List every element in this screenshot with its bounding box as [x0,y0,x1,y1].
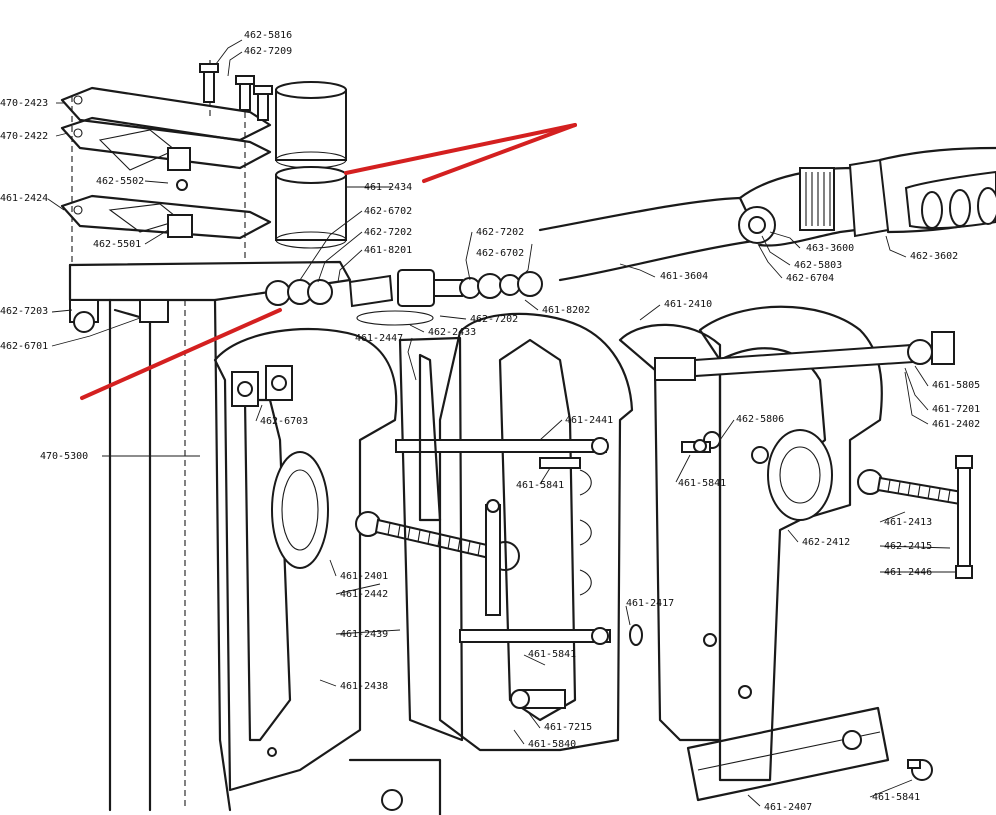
part-label: 462-2415 [884,541,932,552]
part-label: 470-5300 [40,451,88,462]
leader-lines [47,39,955,807]
part-label: 461-5841 [516,480,564,491]
part-label: 470-2422 [0,131,48,142]
part-label: 461-2407 [764,802,812,813]
part-label: 461-3604 [660,271,708,282]
red-annotation-marks [80,123,577,400]
part-label: 462-7203 [0,306,48,317]
part-label: 461-2441 [565,415,613,426]
part-label: 461-8202 [542,305,590,316]
part-number-labels: 462-5816 462-7209 470-2423 470-2422 462-… [0,30,980,813]
shaft-assembly [265,269,543,326]
part-label: 461-2410 [664,299,712,310]
part-label: 462-7202 [476,227,524,238]
part-label: 461-2438 [340,681,388,692]
part-label: 461-2401 [340,571,388,582]
right-bracket [618,305,955,782]
part-label: 461-5805 [932,380,980,391]
part-label: 462-7209 [244,46,292,57]
part-label: 462-6704 [786,273,834,284]
bottom-plate [686,706,933,802]
red-annotation-line-2 [422,123,577,183]
part-label: 470-2423 [0,98,48,109]
part-label: 461-5840 [528,739,576,750]
part-label: 461-5841 [528,649,576,660]
part-label: 462-7202 [470,314,518,325]
part-label: 462-2412 [802,537,850,548]
front-clamp-bracket [213,327,442,815]
red-annotation-line-1 [344,123,577,175]
part-label: 461-2434 [364,182,412,193]
part-label: 462-7202 [364,227,412,238]
middle-bracket [395,312,634,752]
part-label: 462-6703 [260,416,308,427]
part-label: 462-6702 [476,248,524,259]
part-label: 462-5803 [794,260,842,271]
part-label: 462-2433 [428,327,476,338]
part-label: 461-5841 [678,478,726,489]
part-label: 462-6701 [0,341,48,352]
sleeve-cylinders [275,81,347,249]
part-label: 462-6702 [364,206,412,217]
part-label: 461-2439 [340,629,388,640]
part-label: 461-2417 [626,598,674,609]
part-label: 461-2413 [884,517,932,528]
clamp-screw-right [857,455,973,579]
part-label: 461-2447 [355,333,403,344]
part-label: 461-2442 [340,589,388,600]
part-label: 461-2446 [884,567,932,578]
tiller-arm [538,146,996,282]
upper-bracket-plates [60,60,272,262]
part-label: 462-5502 [96,176,144,187]
part-label: 461-5841 [872,792,920,803]
screws-top [199,63,273,121]
part-label: 462-5806 [736,414,784,425]
part-label: 461-2402 [932,419,980,430]
part-label: 462-5816 [244,30,292,41]
part-label: 461-7201 [932,404,980,415]
part-label: 462-3602 [910,251,958,262]
part-label: 461-7215 [544,722,592,733]
part-label: 461-2424 [0,193,48,204]
part-label: 462-5501 [93,239,141,250]
red-annotation-line-3 [80,308,282,400]
part-label: 463-3600 [806,243,854,254]
part-label: 461-8201 [364,245,412,256]
